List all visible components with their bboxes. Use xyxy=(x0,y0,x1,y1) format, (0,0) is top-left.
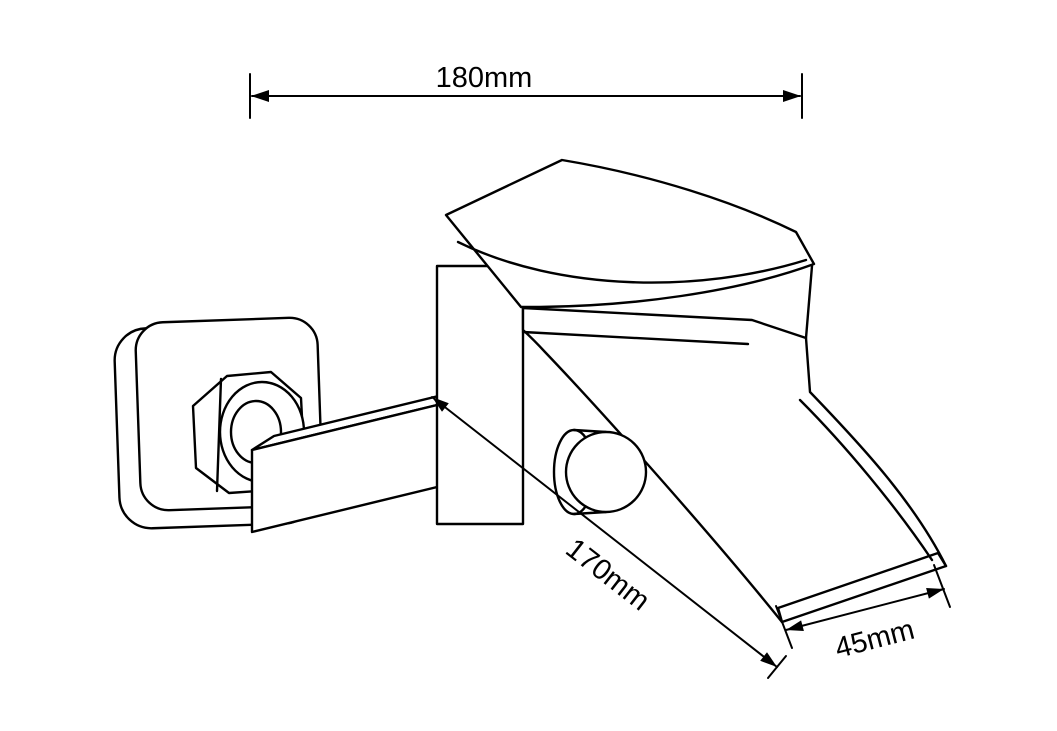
arrowhead-left xyxy=(251,90,269,102)
handle-curvature-line xyxy=(456,240,808,284)
dimension-line xyxy=(785,588,945,631)
dimension-line xyxy=(431,396,778,668)
spout xyxy=(521,306,948,624)
knob-face xyxy=(564,430,648,514)
arrowhead-bottom xyxy=(760,652,777,667)
arrowhead-left xyxy=(786,620,804,631)
handle xyxy=(444,158,816,340)
handle-stem-line xyxy=(804,264,814,340)
dimension-180mm: 180mm xyxy=(249,62,803,119)
dimension-label-170mm: 170mm xyxy=(560,533,656,618)
spout-blade xyxy=(521,306,948,624)
mounting-arm xyxy=(250,382,490,534)
spout-top-thickness-line xyxy=(521,330,750,346)
extension-tick-left xyxy=(775,605,793,649)
arrowhead-right xyxy=(783,90,801,102)
dimension-label-45mm: 45mm xyxy=(832,614,918,665)
body-block xyxy=(435,264,525,526)
arrowhead-top xyxy=(432,397,449,412)
dimension-label-180mm: 180mm xyxy=(436,62,533,94)
spout-inner-curve xyxy=(798,398,934,562)
faucet-drawing xyxy=(113,158,948,624)
extension-tick-bottom xyxy=(767,655,787,679)
faucet-body xyxy=(435,264,525,526)
extension-tick-right xyxy=(933,564,951,608)
arrowhead-right xyxy=(926,588,944,599)
diverter-knob xyxy=(552,428,648,516)
